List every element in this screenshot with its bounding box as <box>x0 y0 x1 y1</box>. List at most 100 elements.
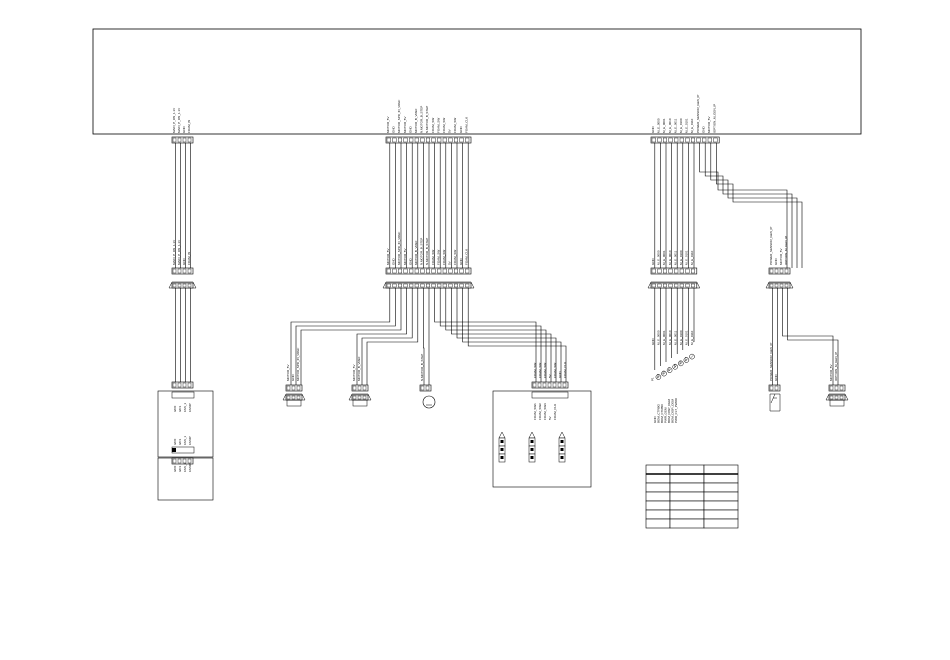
wire-middle <box>467 288 567 382</box>
terminal-mark <box>690 354 694 359</box>
pin-label: GND <box>182 258 186 266</box>
connector-pin <box>685 268 690 274</box>
middle-cable-connector <box>385 267 472 275</box>
connector-pin <box>296 385 301 391</box>
connector-pin <box>769 385 774 391</box>
connector-pin <box>172 458 177 464</box>
plug-pin <box>685 283 690 288</box>
terminal-mark <box>679 361 683 366</box>
right-header-connector <box>650 136 720 144</box>
connector-pin <box>448 137 453 143</box>
terminal-mark <box>656 375 661 379</box>
connector-pin <box>465 268 470 274</box>
plug-pin <box>409 283 414 288</box>
connector-pin <box>420 137 425 143</box>
pin-label: N.MOTOR_B_STEP <box>420 238 424 265</box>
connector-pin <box>829 385 834 391</box>
plug-pin <box>663 283 668 288</box>
main-board-outline <box>92 28 862 135</box>
pin-label: I2C1 <box>178 465 182 472</box>
pin-label: GND <box>459 258 463 266</box>
right-cable-a-plug <box>647 281 701 289</box>
wire-middle <box>290 288 391 385</box>
connector-pin <box>398 137 403 143</box>
plug-pin <box>769 283 774 288</box>
plug-pin <box>668 283 673 288</box>
connector-pin <box>386 268 391 274</box>
connector-pin <box>187 137 192 143</box>
connector-pin <box>172 268 177 274</box>
sensor-d-connector <box>768 384 781 392</box>
pin-label: M_E_0101 <box>685 330 689 345</box>
switch-contact <box>530 456 534 459</box>
pin-label: MOTOR_B_VREF <box>414 240 418 265</box>
plug-pin <box>691 283 696 288</box>
pinout-table <box>645 464 739 529</box>
pin-label: FANIP <box>188 463 192 472</box>
plug-pin <box>296 395 301 400</box>
connector-pin <box>713 137 718 143</box>
pin-label: FOAM_SW2 <box>538 403 542 420</box>
connector-pin <box>562 382 567 388</box>
connector-pin <box>657 137 662 143</box>
connector-pin <box>459 137 464 143</box>
wire-middle <box>295 288 396 385</box>
connector-pin <box>392 268 397 274</box>
pin-label: FOAM_SW <box>442 250 446 265</box>
plug-pin <box>420 283 425 288</box>
left-device-box-upper <box>157 390 214 458</box>
pin-label: M_E_0000 <box>657 330 661 345</box>
wire-right <box>782 288 834 385</box>
switch-cap <box>498 431 506 439</box>
connector-pin <box>465 137 470 143</box>
wire-middle <box>434 288 537 382</box>
wire-middle <box>439 288 542 382</box>
sensor-c-connector-body <box>419 384 432 392</box>
table-cell <box>669 518 705 529</box>
terminal-id: P1 <box>650 377 654 381</box>
connector-pin <box>182 382 187 388</box>
pin-label: MOTOR_SPD_IN_VREF <box>397 232 401 265</box>
pin-label: GND <box>774 374 778 382</box>
terminal-ring <box>661 370 667 377</box>
plug-pin <box>651 283 656 288</box>
pin-label: POWER_SENSOR_GEN_IP <box>769 343 773 381</box>
table-cell <box>669 473 705 484</box>
pin-label: N.MOTOR_B_STEP <box>425 238 429 265</box>
wire-middle <box>423 288 425 385</box>
plug-pin <box>839 395 844 400</box>
pin-label: MOTOR_5V <box>403 249 407 265</box>
connector-pin <box>437 137 442 143</box>
pin-label: GND <box>459 126 463 134</box>
plug-pin <box>386 283 391 288</box>
connector-pin <box>668 137 673 143</box>
pin-label: 5V <box>448 261 452 265</box>
pin-label: MAIN_P_ON_1.1V <box>177 240 181 265</box>
connector-pin <box>409 137 414 143</box>
plug-pin <box>392 283 397 288</box>
pin-label: FOAM_CLK <box>464 117 468 133</box>
wire-right <box>699 143 788 268</box>
left-device-socket <box>171 391 195 399</box>
pin-label: FOAM_IN <box>187 120 191 133</box>
pin-label: M_E_0001 <box>662 330 666 345</box>
connector-pin <box>182 268 187 274</box>
pin-label: FAN_1 <box>183 462 187 472</box>
plug-pin <box>774 283 779 288</box>
pin-label: FOAM_SW <box>442 118 446 133</box>
connector-pin <box>403 268 408 274</box>
foam-switch-2 <box>528 431 536 463</box>
switch-contact <box>560 448 564 451</box>
plug-pin <box>414 283 419 288</box>
pin-label: FOAM_CLK <box>553 404 557 420</box>
wire-right <box>710 143 798 268</box>
connector-pin <box>437 268 442 274</box>
pin-label: N.MOTOR_B_STEP <box>420 106 424 133</box>
connector-pin <box>362 385 367 391</box>
pin-label: I2C0 <box>173 438 177 445</box>
switch-cap <box>558 431 566 439</box>
pin-label: GND <box>653 416 657 424</box>
left-device-connector <box>171 381 194 389</box>
connector-pin <box>542 382 547 388</box>
